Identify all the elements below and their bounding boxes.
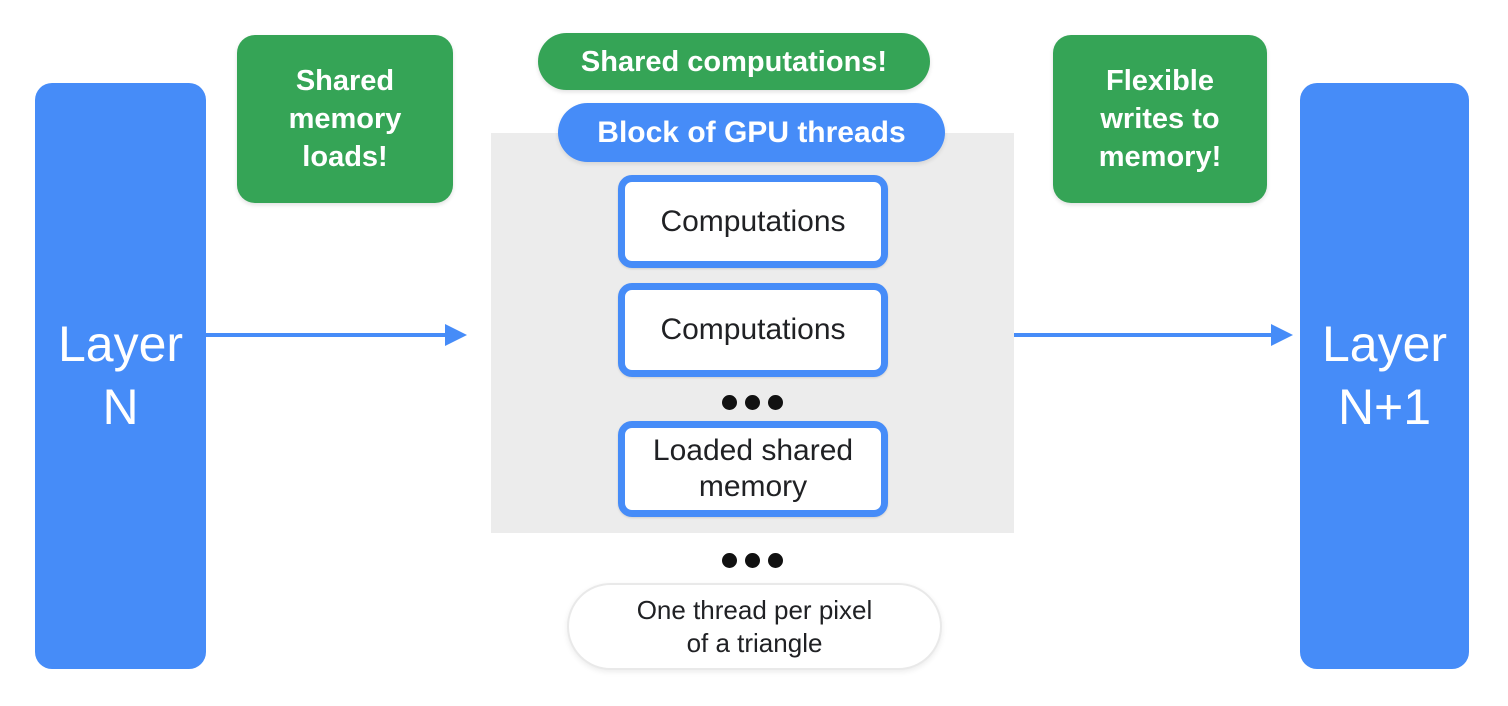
- computations-box-1: Computations: [618, 175, 888, 268]
- callout-right-line2: writes to: [1100, 103, 1220, 135]
- callout-center-label: Shared computations!: [580, 45, 888, 78]
- right-arrow-icon: [1014, 324, 1293, 346]
- gpu-thread-block-label: Block of GPU threads: [558, 103, 945, 162]
- layer-n-plus-1-label-line2: N+1: [1337, 379, 1432, 435]
- arrow-shaft: [206, 333, 447, 337]
- loaded-shared-memory-line2: memory: [698, 470, 808, 503]
- dot-icon: [722, 553, 737, 568]
- footnote-line2: of a triangle: [686, 627, 823, 658]
- computations-box-2-label: Computations: [660, 313, 846, 346]
- layer-n-label-line2: N: [102, 379, 139, 435]
- dot-icon: [722, 395, 737, 410]
- callout-right-line1: Flexible: [1106, 65, 1214, 97]
- ellipsis-dots-icon: [722, 553, 783, 568]
- computations-box-1-label: Computations: [660, 204, 846, 238]
- footnote-one-thread-per-pixel: One thread per pixel of a triangle: [567, 583, 942, 670]
- layer-n-box: Layer N: [35, 83, 206, 669]
- callout-right-line3: memory!: [1098, 141, 1222, 173]
- callout-flexible-writes: Flexible writes to memory!: [1053, 35, 1267, 203]
- footnote-line1: One thread per pixel: [636, 594, 873, 625]
- layer-n-plus-1-label-line1: Layer: [1321, 316, 1448, 372]
- callout-left-line3: loads!: [302, 141, 388, 173]
- dot-icon: [768, 395, 783, 410]
- arrow-shaft: [1014, 333, 1273, 337]
- dot-icon: [768, 553, 783, 568]
- loaded-shared-memory-line1: Loaded shared: [652, 434, 854, 467]
- right-arrow-icon: [206, 324, 467, 346]
- callout-left-line1: Shared: [295, 65, 395, 97]
- computations-box-2: Computations: [618, 283, 888, 377]
- loaded-shared-memory-box: Loaded shared memory: [618, 421, 888, 517]
- callout-shared-computations: Shared computations!: [538, 33, 930, 90]
- callout-left-line2: memory: [288, 103, 402, 135]
- layer-n-plus-1-box: Layer N+1: [1300, 83, 1469, 669]
- layer-n-label-line1: Layer: [57, 316, 184, 372]
- arrow-head: [445, 324, 467, 346]
- gpu-thread-block-label-text: Block of GPU threads: [597, 115, 906, 149]
- dot-icon: [745, 553, 760, 568]
- dot-icon: [745, 395, 760, 410]
- arrow-head: [1271, 324, 1293, 346]
- callout-shared-memory-loads: Shared memory loads!: [237, 35, 453, 203]
- ellipsis-dots-icon: [722, 395, 783, 410]
